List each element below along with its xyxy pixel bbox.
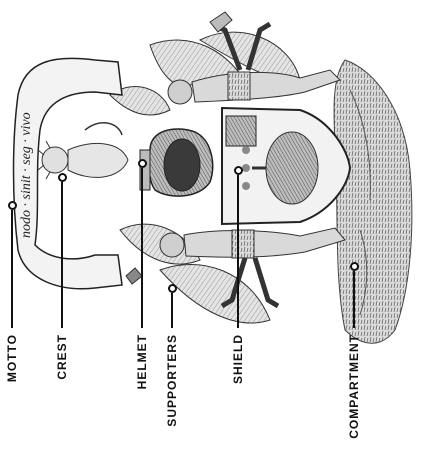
compartment-marker xyxy=(350,262,359,271)
motto-ribbon-art: nodo · sinit · seg · vivo xyxy=(12,57,123,290)
motto-label: MOTTO xyxy=(5,334,19,383)
crest-art xyxy=(37,122,129,180)
helmet-marker xyxy=(138,159,147,168)
motto-leader-line xyxy=(11,210,13,328)
supporters-leader-line xyxy=(171,293,173,328)
helmet-art xyxy=(139,128,214,197)
supporter-upper-art xyxy=(167,11,341,105)
motto-marker xyxy=(8,201,17,210)
supporters-label: SUPPORTERS xyxy=(165,334,179,427)
compartment-leader-line xyxy=(353,271,355,328)
shield-label: SHIELD xyxy=(231,334,245,385)
helmet-leader-line xyxy=(141,168,143,328)
motto-text: nodo · sinit · seg · vivo xyxy=(19,112,34,238)
compartment-art xyxy=(333,59,413,344)
crest-label: CREST xyxy=(55,334,69,380)
supporters-marker xyxy=(168,284,177,293)
crest-marker xyxy=(58,173,67,182)
shield-marker xyxy=(234,166,243,175)
helmet-label: HELMET xyxy=(135,334,149,390)
shield-leader-line xyxy=(237,175,239,328)
compartment-label: COMPARTMENT xyxy=(347,334,361,439)
crest-leader-line xyxy=(61,182,63,328)
shield-art xyxy=(221,106,352,226)
